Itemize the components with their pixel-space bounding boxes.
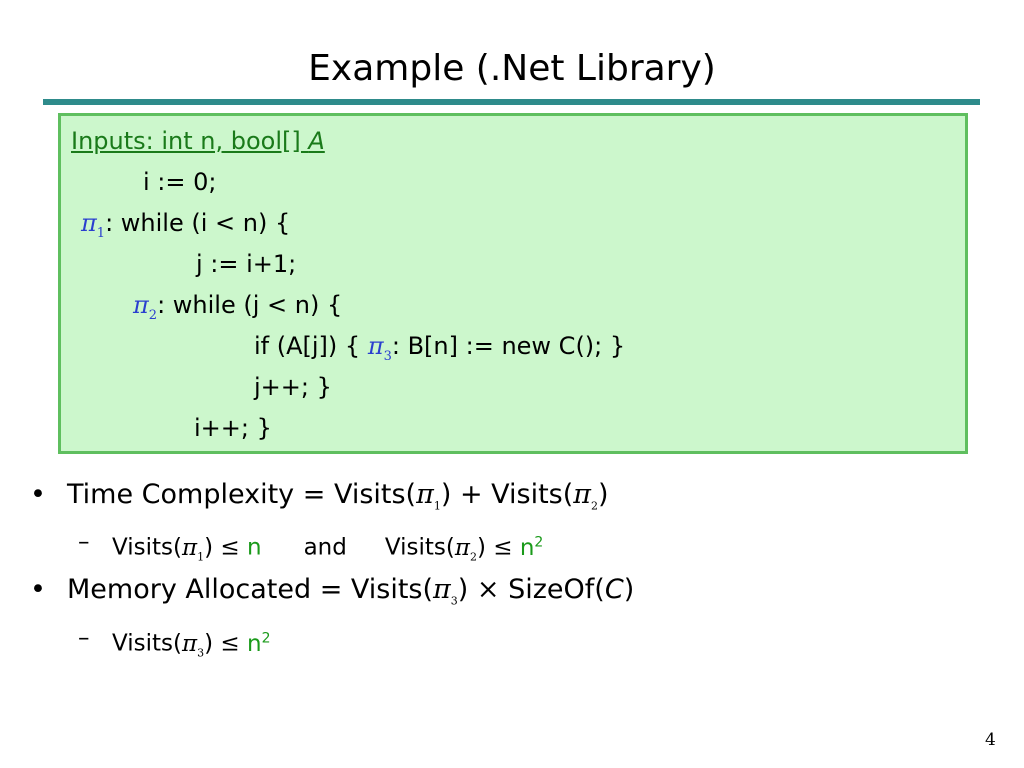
page-number: 4 — [985, 730, 996, 750]
times-symbol: × — [476, 574, 500, 605]
le-symbol: ≤ — [220, 630, 240, 657]
inputs-var: A — [308, 127, 325, 155]
sub-dash-1: – — [78, 529, 90, 555]
pi3-label: π3 — [367, 332, 392, 364]
code-line-4-text: : while (j < n) { — [157, 291, 343, 319]
le-symbol: ≤ — [493, 534, 513, 561]
bullet-dot-2: • — [30, 574, 46, 605]
code-line-5: if (A[j]) { π3: B[n] := new C(); } — [254, 331, 625, 372]
bound-n-squared: n2 — [519, 534, 544, 561]
code-line-7: i++; } — [194, 414, 272, 442]
slide-title: Example (.Net Library) — [308, 48, 716, 89]
code-line-4: π2: while (j < n) { — [133, 290, 342, 331]
pi2-label: π2 — [133, 291, 158, 323]
and-word: and — [303, 534, 347, 561]
bullet-memory-allocated: Memory Allocated = Visits(π3) × SizeOf(C… — [67, 574, 635, 608]
le-symbol: ≤ — [220, 534, 240, 561]
code-line-5-pre: if (A[j]) { — [254, 332, 368, 360]
class-c: C — [604, 574, 624, 605]
code-line-2-text: : while (i < n) { — [105, 209, 291, 237]
title-divider — [43, 99, 980, 105]
pi-symbol: π2 — [454, 534, 477, 564]
pi-symbol: π1 — [181, 534, 205, 564]
sub-dash-2: – — [78, 625, 90, 651]
code-line-5-post: : B[n] := new C(); } — [391, 332, 626, 360]
inputs-line: Inputs: int n, bool[] A — [71, 126, 325, 156]
pi1-label: π1 — [81, 209, 106, 241]
inputs-text: Inputs: int n, bool[] — [71, 127, 309, 155]
pi-symbol: π3 — [433, 574, 458, 608]
bound-n: n — [246, 534, 262, 561]
sub-visits-pi3: Visits(π3) ≤ n2 — [112, 630, 271, 660]
bound-n-squared: n2 — [246, 630, 271, 657]
code-line-6: j++; } — [254, 373, 332, 401]
pi-symbol: π1 — [416, 479, 441, 513]
bullet-time-complexity: Time Complexity = Visits(π1) + Visits(π2… — [67, 479, 609, 513]
code-line-2: π1: while (i < n) { — [81, 208, 290, 249]
code-line-1: i := 0; — [143, 168, 217, 196]
bullet-dot-1: • — [30, 479, 46, 510]
code-line-3: j := i+1; — [196, 250, 297, 278]
pi-symbol: π2 — [573, 479, 599, 513]
pi-symbol: π3 — [181, 630, 205, 660]
code-box: Inputs: int n, bool[] A i := 0; π1: whil… — [58, 113, 968, 454]
